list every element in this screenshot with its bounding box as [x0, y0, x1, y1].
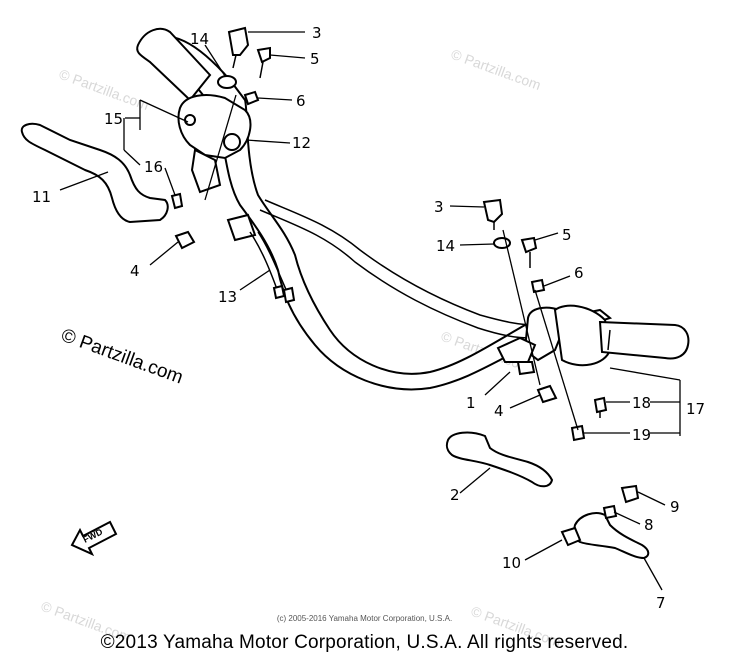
callout-2: 2: [450, 486, 460, 504]
copyright-notice: ©2013 Yamaha Motor Corporation, U.S.A. A…: [100, 632, 629, 653]
bolt-3-right: [482, 198, 504, 230]
callout-3-right: 3: [434, 198, 444, 216]
callout-7: 7: [656, 594, 666, 612]
bolt-3-left: [227, 26, 250, 69]
callout-16: 16: [144, 158, 163, 176]
left-grip: [136, 27, 212, 102]
nut-6-left: [243, 90, 260, 106]
watermark-main: © Partzilla.com: [58, 325, 185, 389]
nut-6-right: [530, 278, 546, 294]
callout-15: 15: [104, 110, 123, 128]
nut-4-left: [174, 230, 196, 250]
callout-10: 10: [502, 554, 521, 572]
left-clutch-lever: [20, 122, 169, 224]
callout-14-right: 14: [436, 237, 455, 255]
callout-6-left: 6: [296, 92, 306, 110]
leader-lines: [59, 31, 681, 591]
brake-lever-2: [445, 431, 554, 488]
callout-5-left: 5: [310, 50, 320, 68]
callout-3-left: 3: [312, 24, 322, 42]
lever-7-assembly: [560, 484, 650, 560]
left-lever-holder: [177, 94, 252, 194]
bolt-16-left: [170, 192, 184, 210]
callout-5-right: 5: [562, 226, 572, 244]
callout-17: 17: [686, 400, 705, 418]
screw-5-left: [256, 46, 271, 79]
callout-8: 8: [644, 516, 654, 534]
callout-13: 13: [218, 288, 237, 306]
forward-arrow-icon: FWD: [70, 520, 118, 557]
callout-19: 19: [632, 426, 651, 444]
nut-4-right: [536, 384, 558, 404]
washer-14-left: [217, 75, 237, 89]
clutch-switch-13: [226, 213, 296, 304]
callout-4-left: 4: [130, 262, 140, 280]
callout-12: 12: [292, 134, 311, 152]
right-grip: [553, 304, 690, 367]
screw-18: [593, 396, 608, 418]
callout-11: 11: [32, 188, 51, 206]
callout-6-right: 6: [574, 264, 584, 282]
callout-4-right: 4: [494, 402, 504, 420]
callout-1: 1: [466, 394, 476, 412]
right-lever-holder: [496, 306, 567, 376]
screw-19: [570, 424, 586, 442]
callout-14-left: 14: [190, 30, 209, 48]
watermark-text: © Partzilla.com: [57, 66, 151, 113]
small-copyright: (c) 2005-2016 Yamaha Motor Corporation, …: [276, 614, 453, 623]
watermark-text: © Partzilla.com: [449, 46, 543, 93]
callout-labels: 3 14 5 6 15 12 16 11 4 13 3 14 5 6 1 4 1…: [32, 24, 705, 612]
callout-9: 9: [670, 498, 680, 516]
screw-5-right: [520, 236, 538, 268]
callout-18: 18: [632, 394, 651, 412]
